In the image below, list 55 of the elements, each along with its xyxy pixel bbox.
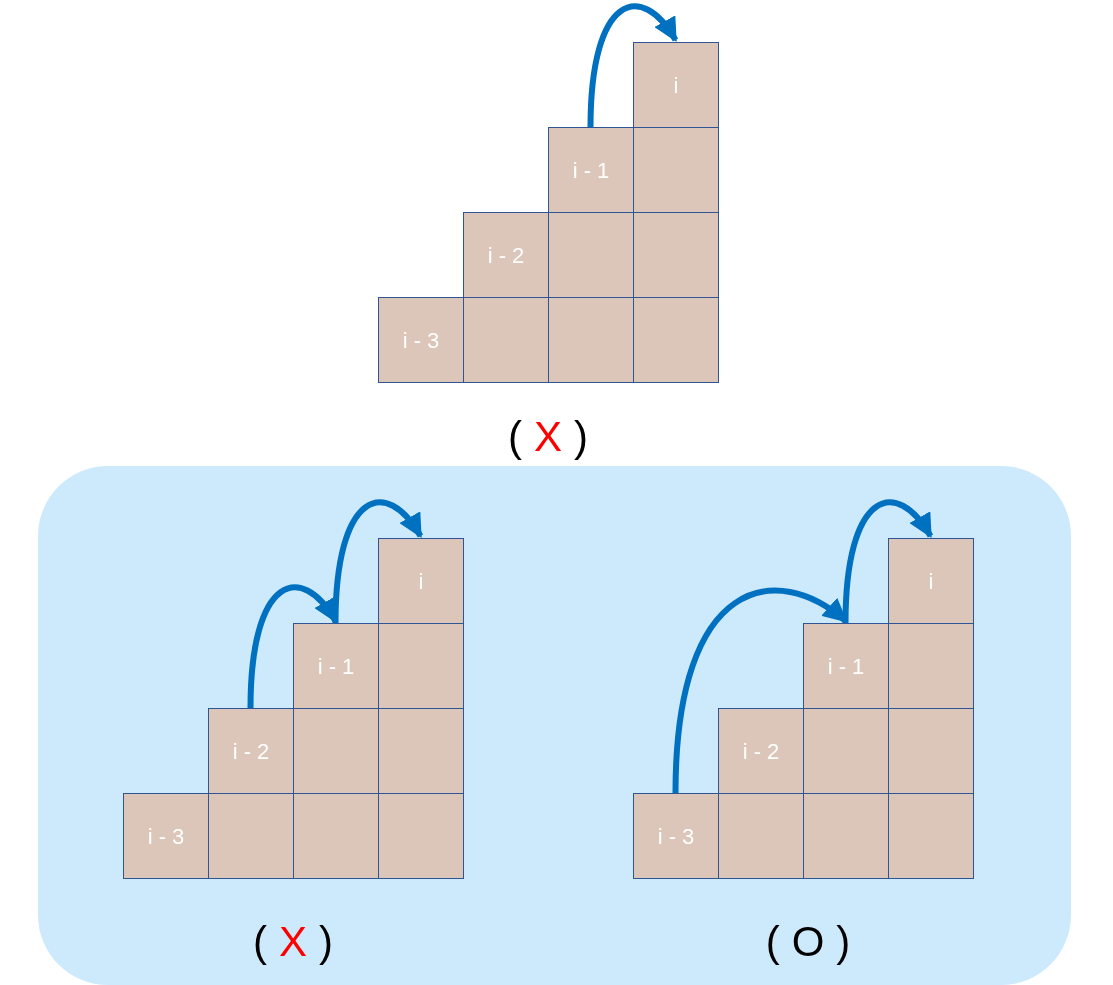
grid-cell (463, 297, 549, 383)
grid-cell (378, 623, 464, 709)
cell-label: i - 1 (827, 652, 865, 681)
grid-cell (378, 708, 464, 794)
grid-cell (718, 793, 804, 879)
grid-cell (633, 793, 719, 879)
grid-cell (633, 297, 719, 383)
grid-cell (293, 623, 379, 709)
cell-label: i (673, 71, 679, 100)
grid-cell (378, 793, 464, 879)
grid-cell (803, 793, 889, 879)
grid-cell (803, 708, 889, 794)
grid-cell (548, 127, 634, 213)
grid-cell (718, 708, 804, 794)
parenthesis: ( (508, 416, 522, 458)
cell-label: i - 3 (147, 822, 185, 851)
grid-cell (548, 212, 634, 298)
parenthesis: ) (319, 921, 333, 963)
cell-label: i - 3 (657, 822, 695, 851)
grid-cell (293, 793, 379, 879)
grid-cell (208, 793, 294, 879)
curved-arrow (587, 3, 678, 128)
grid-cell (123, 793, 209, 879)
curved-arrow (842, 499, 933, 624)
grid-cell (888, 538, 974, 624)
highlight-panel (38, 466, 1071, 985)
cell-label: i - 1 (572, 156, 610, 185)
parenthesis: ) (836, 921, 851, 963)
grid-cell (378, 538, 464, 624)
grid-cell (378, 297, 464, 383)
grid-cell (888, 623, 974, 709)
grid-cell (208, 708, 294, 794)
cell-label: i - 2 (487, 241, 525, 270)
parenthesis: ( (765, 921, 780, 963)
grid-cell (633, 212, 719, 298)
grid-cell (888, 793, 974, 879)
grid-cell (633, 42, 719, 128)
grid-cell (888, 708, 974, 794)
cell-label: i - 2 (232, 737, 270, 766)
parenthesis: ) (574, 416, 588, 458)
cell-label: i (928, 567, 934, 596)
cell-label: i - 2 (742, 737, 780, 766)
curved-arrow (332, 499, 423, 624)
grid-cell (293, 708, 379, 794)
grid-cell (633, 127, 719, 213)
cell-label: i - 1 (317, 652, 355, 681)
grid-cell (548, 297, 634, 383)
cell-label: i (418, 567, 424, 596)
verdict-mark: X (534, 416, 562, 458)
cell-label: i - 3 (402, 326, 440, 355)
grid-cell (803, 623, 889, 709)
verdict-mark: X (279, 921, 307, 963)
verdict-mark: O (791, 921, 825, 963)
grid-cell (463, 212, 549, 298)
parenthesis: ( (253, 921, 267, 963)
